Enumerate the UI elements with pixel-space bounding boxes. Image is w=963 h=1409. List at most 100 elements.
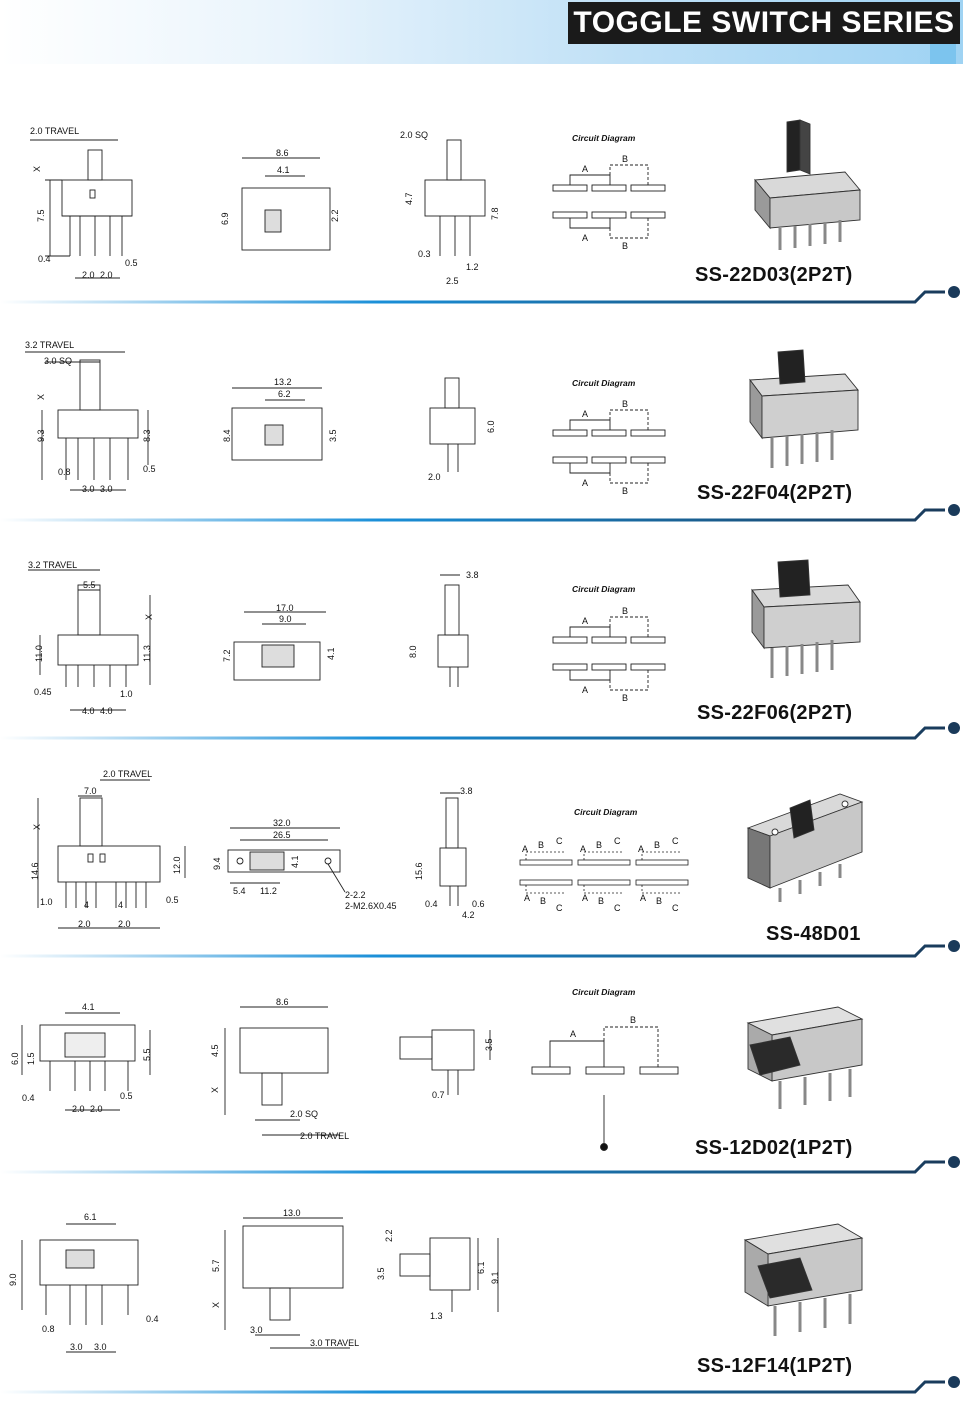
- model-name: SS-22F06(2P2T): [697, 702, 853, 724]
- dim-pin-right: 0.5: [125, 258, 138, 268]
- dim-top-width: 13.2: [274, 377, 292, 387]
- circuit-c-6: C: [672, 903, 679, 913]
- dim-top-x: X: [210, 1087, 220, 1093]
- drawing-ss-22d03: 2.0 TRAVEL X 7.5 0.4 0.5 2.0 2.0 8.6 4.1…: [30, 119, 861, 286]
- circuit-c-5: C: [614, 903, 621, 913]
- header-accent-strip: [930, 40, 956, 64]
- dim-pin-left: 0.4: [38, 254, 51, 264]
- dim-end-a: 0.3: [418, 249, 431, 259]
- circuit-diagram: [552, 616, 666, 691]
- circuit-diagram: [531, 1026, 679, 1151]
- dim-pin-right: 0.5: [120, 1091, 133, 1101]
- circuit-b-bottom: B: [622, 486, 628, 496]
- circuit-a-top: A: [582, 409, 588, 419]
- dim-top-width: 8.6: [276, 148, 289, 158]
- dim-top-travel: 2.0 TRAVEL: [300, 1131, 349, 1141]
- model-name: SS-22D03(2P2T): [695, 264, 853, 286]
- product-row-ss-22d03: 2.0 TRAVEL X 7.5 0.4 0.5 2.0 2.0 8.6 4.1…: [0, 110, 963, 310]
- dim-travel: 2.0 TRAVEL: [103, 769, 152, 779]
- dim-top-sq: 2.0 SQ: [290, 1109, 318, 1119]
- circuit-a-bottom: A: [582, 233, 588, 243]
- dim-top-slot: 9.0: [279, 614, 292, 624]
- circuit-c-4: C: [556, 903, 563, 913]
- dim-pin-left: 0.8: [42, 1324, 55, 1334]
- dim-top-act: 3.0: [250, 1325, 263, 1335]
- dim-hole-2: 2-M2.6X0.45: [345, 901, 397, 911]
- dim-end-h: 3.5: [484, 1038, 494, 1051]
- dim-h-inner: 1.5: [26, 1052, 36, 1065]
- model-name: SS-12F14(1P2T): [697, 1355, 853, 1377]
- dim-hole-1: 2-2.2: [345, 890, 366, 900]
- dim-top-height: 5.7: [211, 1259, 221, 1272]
- dim-x: X: [32, 166, 42, 172]
- dim-w: 6.1: [84, 1212, 97, 1222]
- switch-photo: [746, 793, 864, 902]
- drawing-ss-12d02: 4.1 6.0 1.5 5.5 0.4 0.5 2.0 2.0 8.6 4.5 …: [10, 987, 864, 1151]
- circuit-c-3: C: [672, 836, 679, 846]
- dim-pitch-1: 2.0: [82, 270, 95, 280]
- dim-top-slot-h: 4.1: [326, 647, 336, 660]
- circuit-a-5: A: [582, 893, 588, 903]
- dim-pitch-1: 3.0: [82, 484, 95, 494]
- page-title: TOGGLE SWITCH SERIES: [568, 2, 960, 44]
- dim-end-w: 0.7: [432, 1090, 445, 1100]
- dim-pitch-2: 3.0: [100, 484, 113, 494]
- dim-pitch-1: 2.0: [78, 919, 91, 929]
- circuit-a-6: A: [640, 893, 646, 903]
- dim-pitch-2: 2.0: [90, 1104, 103, 1114]
- circuit-a: A: [570, 1029, 576, 1039]
- dim-top-off1: 5.4: [233, 886, 246, 896]
- dim-x: X: [144, 614, 154, 620]
- drawing-ss-12f14: 6.1 9.0 0.8 0.4 3.0 3.0 13.0 5.7 X 3.0 3…: [8, 1208, 864, 1353]
- dim-h: 9.0: [8, 1273, 18, 1286]
- dim-end-h: 8.0: [408, 645, 418, 658]
- product-row-ss-12d02: 4.1 6.0 1.5 5.5 0.4 0.5 2.0 2.0 8.6 4.5 …: [0, 985, 963, 1185]
- product-row-ss-22f06: 3.2 TRAVEL 5.5 X 11.0 11.3 0.45 1.0 4.0 …: [0, 550, 963, 750]
- dim-end-h1: 4.7: [404, 192, 414, 205]
- dim-top-width: 8.6: [276, 997, 289, 1007]
- dim-top-height: 6.9: [220, 212, 230, 225]
- circuit-diagram: [552, 409, 666, 484]
- circuit-b-2: B: [596, 840, 602, 850]
- dim-pin-left: 0.4: [22, 1093, 35, 1103]
- dim-top-slot-h: 2.2: [330, 209, 340, 222]
- dim-top-slot-h: 3.5: [328, 429, 338, 442]
- circuit-b: B: [630, 1015, 636, 1025]
- drawing-ss-48d01: 2.0 TRAVEL 7.0 X 14.6 12.0 1.0 4 4 0.5 2…: [30, 769, 864, 929]
- circuit-a-4: A: [524, 893, 530, 903]
- dim-top-height: 8.4: [222, 429, 232, 442]
- dim-h-right: 8.3: [142, 429, 152, 442]
- dim-end-c: 4.2: [462, 910, 475, 920]
- circuit-c-1: C: [556, 836, 563, 846]
- product-row-ss-48d01: 2.0 TRAVEL 7.0 X 14.6 12.0 1.0 4 4 0.5 2…: [0, 768, 963, 968]
- dim-w: 4.1: [82, 1002, 95, 1012]
- dim-x: X: [32, 824, 42, 830]
- dim-end-h2: 7.8: [490, 207, 500, 220]
- product-row-ss-22f04: 3.2 TRAVEL 3.0 SQ X 9.3 8.3 0.8 0.5 3.0 …: [0, 330, 963, 530]
- dim-top-slot-h: 4.1: [290, 855, 300, 868]
- circuit-a-top: A: [582, 164, 588, 174]
- circuit-b-top: B: [622, 399, 628, 409]
- switch-photo: [749, 349, 859, 468]
- dim-h-left: 14.6: [30, 862, 40, 880]
- dim-h-right: 11.3: [142, 645, 152, 662]
- circuit-b-3: B: [654, 840, 660, 850]
- dim-top-height: 9.4: [212, 857, 222, 870]
- dim-pitch-1: 2.0: [72, 1104, 85, 1114]
- circuit-a-1: A: [522, 844, 528, 854]
- dim-h-left: 11.0: [34, 645, 44, 662]
- dim-pitch-1: 3.0: [70, 1342, 83, 1352]
- drawing-ss-22f06: 3.2 TRAVEL 5.5 X 11.0 11.3 0.45 1.0 4.0 …: [28, 559, 861, 716]
- side-view: [30, 139, 133, 279]
- dim-top-x: X: [211, 1302, 221, 1308]
- dim-pin-right: 1.0: [120, 689, 133, 699]
- circuit-b-top: B: [622, 606, 628, 616]
- circuit-label: Circuit Diagram: [574, 807, 638, 817]
- model-name: SS-22F04(2P2T): [697, 482, 853, 504]
- dim-end-d: 9.1: [490, 1271, 500, 1284]
- switch-photo: [754, 119, 861, 250]
- drawing-ss-22f04: 3.2 TRAVEL 3.0 SQ X 9.3 8.3 0.8 0.5 3.0 …: [25, 340, 859, 496]
- dim-pin-left: 0.45: [34, 687, 52, 697]
- switch-photo: [743, 1223, 864, 1336]
- dim-top-slot: 6.2: [278, 389, 291, 399]
